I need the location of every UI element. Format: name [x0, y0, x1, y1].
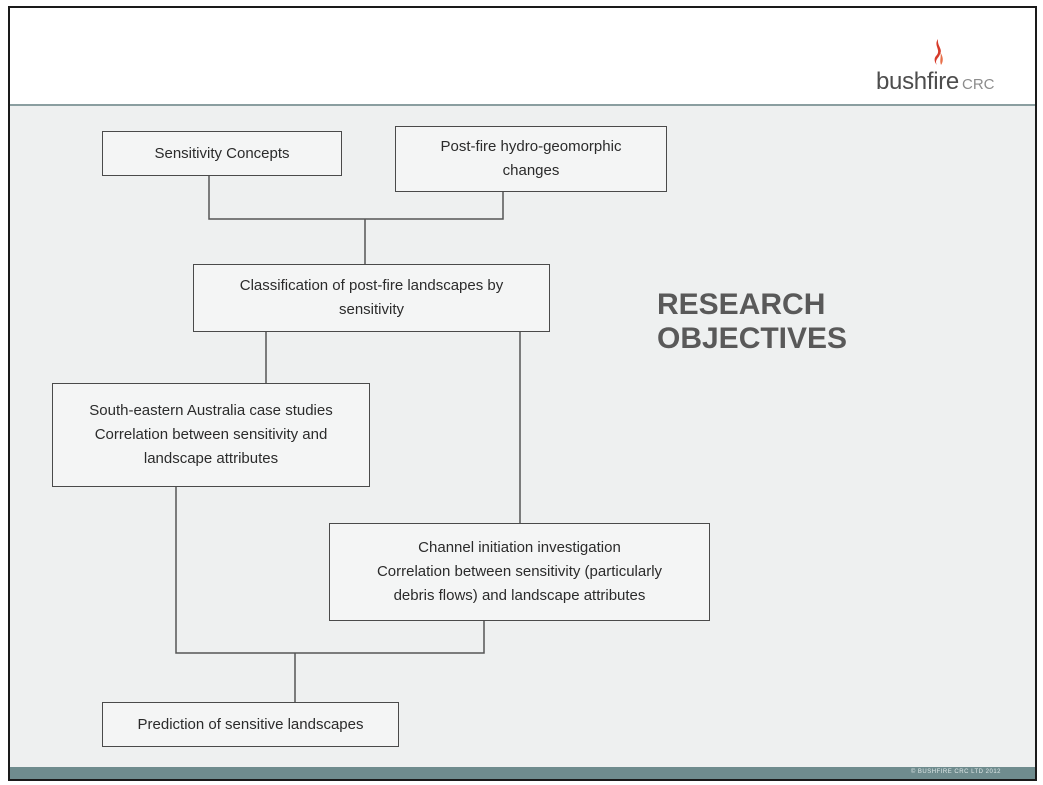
box-channel-initiation-line3: debris flows) and landscape attributes	[393, 587, 646, 604]
box-post-fire-changes: Post-fire hydro-geomorphic changes	[395, 126, 667, 192]
slide-footer: © BUSHFIRE CRC LTD 2012	[10, 767, 1035, 779]
box-sensitivity-concepts-line1: Sensitivity Concepts	[154, 144, 290, 162]
box-channel-initiation-line2: Correlation between sensitivity (particu…	[376, 563, 663, 580]
box-channel-initiation: Channel initiation investigation Correla…	[329, 523, 710, 621]
flame-icon	[934, 39, 943, 65]
box-sensitivity-concepts: Sensitivity Concepts	[102, 131, 342, 176]
slide-title-line2: OBJECTIVES	[657, 322, 848, 355]
box-prediction: Prediction of sensitive landscapes	[102, 702, 399, 747]
box-post-fire-changes-line2: changes	[502, 162, 560, 179]
box-case-studies: South-eastern Australia case studies Cor…	[52, 383, 370, 487]
box-prediction-line1: Prediction of sensitive landscapes	[137, 715, 364, 733]
box-post-fire-changes-line1: Post-fire hydro-geomorphic	[440, 138, 622, 155]
box-classification-line2: sensitivity	[338, 301, 405, 318]
box-case-studies-line2: Correlation between sensitivity and	[94, 426, 328, 443]
box-channel-initiation-line1: Channel initiation investigation	[418, 539, 621, 556]
footer-copyright: © BUSHFIRE CRC LTD 2012	[910, 769, 1001, 775]
logo-word: bushfire	[876, 68, 959, 95]
box-case-studies-line3: landscape attributes	[143, 450, 279, 467]
box-classification-line1: Classification of post-fire landscapes b…	[239, 277, 504, 294]
box-classification: Classification of post-fire landscapes b…	[193, 264, 550, 332]
header-divider	[10, 104, 1035, 106]
connector-case-studies-to-merge	[175, 487, 295, 654]
connector-changes-to-merge	[365, 192, 504, 220]
connector-concepts-to-merge	[208, 176, 365, 220]
slide-title: RESEARCH OBJECTIVES	[657, 288, 957, 356]
slide-title-line1: RESEARCH	[657, 288, 826, 321]
connector-channel-to-merge	[295, 621, 485, 654]
logo-suffix: CRC	[961, 76, 995, 93]
box-case-studies-line1: South-eastern Australia case studies	[89, 402, 333, 419]
